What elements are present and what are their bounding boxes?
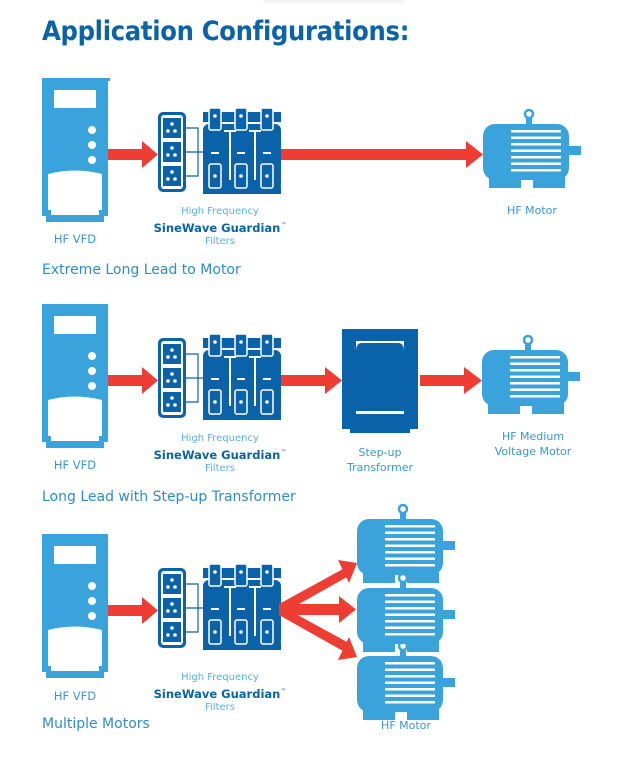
sinewave-filter-icon (157, 333, 282, 421)
motor-icon (481, 108, 583, 190)
config-title: Long Lead with Step-up Transformer (42, 489, 296, 505)
trademark-symbol: ™ (280, 688, 287, 695)
filter-label-line1: High Frequency (181, 206, 259, 217)
config-title: Extreme Long Lead to Motor (42, 262, 241, 278)
transformer-label-line1: Step-up (358, 446, 402, 459)
config-step-up-transformer (42, 304, 582, 448)
filter-label: High Frequency SineWave Guardian™ Filter… (146, 671, 294, 715)
arrow-filter-to-motor-3 (279, 607, 357, 660)
motor-label: HF Motor (381, 719, 431, 732)
arrow-vfd-to-filter (108, 597, 158, 624)
filter-label-line3: Filters (205, 462, 235, 474)
motor-icon-1 (355, 503, 457, 585)
arrow-filter-to-transformer (281, 367, 342, 394)
filter-label-line1: High Frequency (181, 433, 259, 444)
filter-brand-name: SineWave Guardian (153, 686, 281, 701)
filter-label-line3: Filters (205, 701, 235, 713)
sinewave-filter-icon (157, 107, 282, 195)
config-title: Multiple Motors (42, 716, 150, 732)
config-multiple-motors (42, 503, 457, 722)
sinewave-filter-icon (157, 563, 282, 651)
motor-icon-3 (355, 640, 457, 722)
filter-label-brand: SineWave Guardian™ (146, 219, 294, 235)
filter-label: High Frequency SineWave Guardian™ Filter… (146, 432, 294, 476)
motor-label: HF Medium Voltage Motor (478, 429, 588, 459)
transformer-label: Step-up Transformer (330, 445, 430, 475)
top-bar (263, 0, 404, 3)
config-extreme-long-lead (42, 78, 583, 222)
arrow-vfd-to-filter (108, 141, 158, 168)
vfd-drive-icon (42, 78, 108, 222)
motor-icon-2 (355, 572, 457, 654)
trademark-symbol: ™ (280, 222, 287, 229)
vfd-drive-icon (42, 304, 108, 448)
motor-label-line2: Voltage Motor (494, 445, 572, 458)
arrow-filter-to-motor-2 (279, 596, 356, 623)
page-title: Application Configurations: (42, 16, 410, 47)
filter-brand-name: SineWave Guardian (153, 447, 281, 462)
arrow-filter-to-motor (281, 141, 483, 168)
arrow-transformer-to-motor (420, 367, 482, 394)
filter-label-brand: SineWave Guardian™ (146, 446, 294, 462)
step-up-transformer-icon (342, 329, 418, 433)
vfd-label: HF VFD (53, 458, 97, 472)
arrow-filter-to-motor-1 (279, 560, 357, 613)
vfd-label: HF VFD (53, 689, 97, 703)
filter-label-brand: SineWave Guardian™ (146, 685, 294, 701)
motor-label: HF Motor (507, 204, 557, 217)
filter-label-line1: High Frequency (181, 672, 259, 683)
medium-voltage-motor-icon (480, 334, 582, 416)
filter-label-line3: Filters (205, 235, 235, 247)
vfd-drive-icon (42, 534, 108, 678)
filter-label: High Frequency SineWave Guardian™ Filter… (146, 205, 294, 249)
transformer-label-line2: Transformer (346, 461, 413, 474)
arrow-vfd-to-filter (108, 367, 158, 394)
filter-brand-name: SineWave Guardian (153, 220, 281, 235)
motor-label-line1: HF Medium (501, 430, 565, 443)
trademark-symbol: ™ (280, 449, 287, 456)
vfd-label: HF VFD (53, 232, 97, 246)
